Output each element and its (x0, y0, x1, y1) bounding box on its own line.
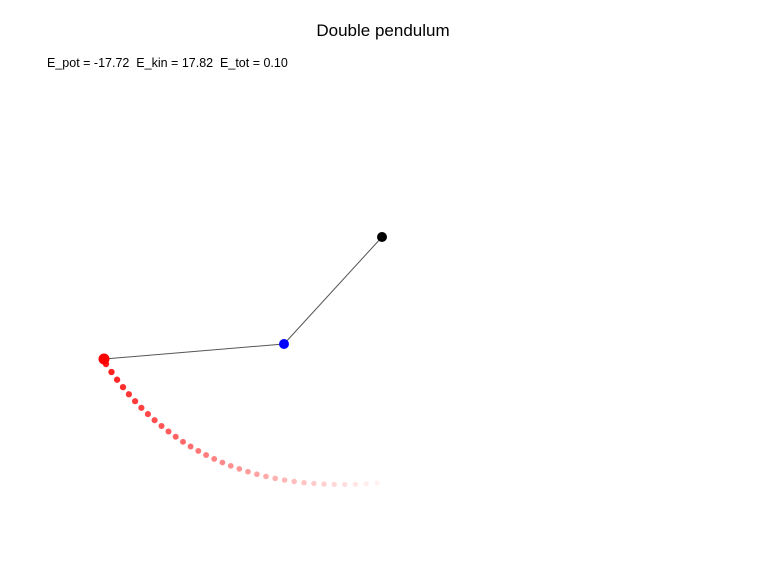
trail-dot (254, 471, 260, 478)
trail-dot (131, 398, 139, 405)
trail-dot (119, 383, 127, 391)
trail-dot (352, 481, 358, 487)
trail-dot (113, 376, 121, 383)
trail-dot (227, 463, 234, 469)
trail-dot (125, 391, 133, 398)
trail-dot (263, 473, 269, 480)
energy-readout: E_pot = -17.72 E_kin = 17.82 E_tot = 0.1… (47, 56, 288, 70)
trail-dot (165, 428, 172, 435)
trail-dot (144, 411, 151, 418)
trail-dot (321, 481, 327, 487)
second-bob (98, 353, 110, 365)
lower-rod (103, 343, 285, 360)
trail-dot (138, 404, 145, 411)
trail-dot (108, 368, 115, 376)
upper-rod (283, 236, 383, 345)
trail-dot (301, 479, 307, 486)
trail-dot (342, 481, 348, 488)
trail-dot (219, 459, 226, 466)
trail-dot (158, 422, 165, 430)
trail-dot (281, 477, 288, 483)
trail-dot (245, 468, 251, 475)
trail-dot (180, 438, 186, 445)
trail (102, 360, 380, 488)
trail-dot (374, 480, 380, 486)
trail-dot (151, 417, 158, 424)
trail-dot (363, 481, 369, 487)
trail-dot (291, 478, 297, 485)
trail-dot (195, 447, 202, 454)
figure-title: Double pendulum (316, 21, 450, 40)
trail-dot (236, 466, 243, 472)
first-bob (279, 339, 289, 349)
trail-dot (311, 480, 317, 487)
trail-dot (272, 475, 278, 482)
trail-dot (203, 452, 210, 458)
trail-dot (331, 481, 337, 488)
trail-dot (211, 455, 218, 462)
pivot-point (377, 232, 387, 242)
trail-dot (172, 433, 179, 440)
trail-dot (187, 443, 194, 450)
